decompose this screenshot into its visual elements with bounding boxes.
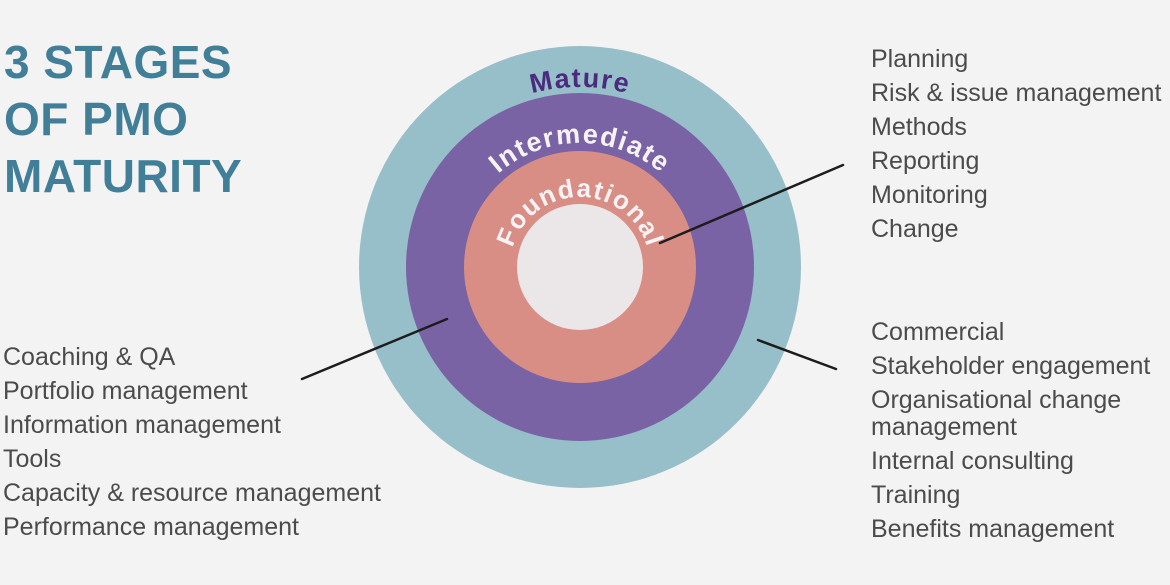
list-item: Internal consulting <box>871 447 1074 475</box>
list-item: Benefits management <box>871 515 1115 543</box>
list-item: Performance management <box>3 513 299 541</box>
list-item: Organisational change management <box>871 386 1122 441</box>
page-title-line: OF PMO <box>4 93 189 145</box>
list-item: Reporting <box>871 147 980 175</box>
list-item: Commercial <box>871 318 1005 346</box>
connector-line-foundational <box>658 163 845 245</box>
list-mature: Commercial Stakeholder engagement Organi… <box>871 319 1170 550</box>
list-item: Training <box>871 481 961 509</box>
list-item: Portfolio management <box>3 377 248 405</box>
connector-line-mature <box>756 338 838 371</box>
list-item: Risk & issue management <box>871 79 1162 107</box>
list-item: Stakeholder engagement <box>871 352 1151 380</box>
list-item: Coaching & QA <box>3 343 176 371</box>
page-title-line: MATURITY <box>4 150 243 202</box>
list-item: Tools <box>3 445 62 473</box>
page-title-line: 3 STAGES <box>4 36 233 88</box>
list-item: Monitoring <box>871 181 988 209</box>
list-intermediate: Coaching & QA Portfolio management Infor… <box>3 344 433 548</box>
list-item: Capacity & resource management <box>3 479 381 507</box>
list-item: Planning <box>871 45 969 73</box>
list-item: Methods <box>871 113 967 141</box>
list-item: Information management <box>3 411 281 439</box>
center-circle <box>517 204 643 330</box>
list-item: Change <box>871 215 959 243</box>
page-title: 3 STAGES OF PMO MATURITY <box>4 34 242 205</box>
connector-line-intermediate <box>300 317 449 381</box>
list-foundational: Planning Risk & issue management Methods… <box>871 46 1170 250</box>
